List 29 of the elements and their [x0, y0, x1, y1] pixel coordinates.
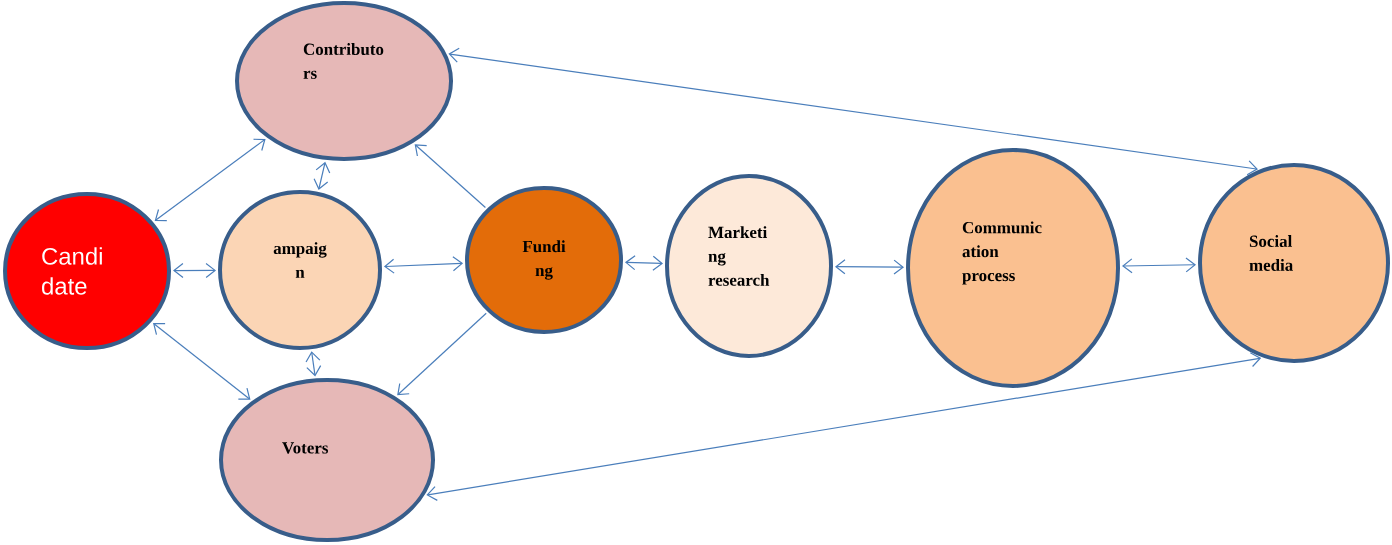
node-label: Fundi ng: [522, 240, 566, 280]
arrow: [1122, 257, 1196, 274]
arrow: [624, 255, 664, 271]
arrow: [448, 47, 1258, 176]
ellipse-node: [235, 1, 453, 161]
node-label: Communic ation process: [962, 221, 1042, 285]
arrow: [397, 312, 487, 396]
arrow: [305, 351, 322, 377]
node-label: Voters: [282, 442, 328, 454]
arrow: [153, 322, 251, 400]
node-label: Social media: [1249, 235, 1293, 271]
node-label: Contributo rs: [303, 43, 384, 79]
arrow: [173, 262, 216, 279]
arrow: [383, 256, 464, 274]
ellipse-node: [3, 192, 171, 350]
ellipse-node: [665, 174, 833, 358]
ellipse-node: [465, 186, 623, 334]
node-label: Candi date: [42, 247, 102, 295]
ellipse-node: [1198, 163, 1390, 363]
arrow: [835, 259, 904, 275]
ellipse-node: [906, 148, 1120, 388]
ellipse-node: [219, 378, 435, 542]
arrow: [154, 138, 266, 222]
ellipse-node: [218, 190, 382, 350]
node-label: ampaig n: [273, 242, 327, 278]
arrow: [414, 144, 486, 209]
arrow: [426, 352, 1262, 501]
arrow: [313, 161, 331, 191]
node-label: Marketi ng research: [708, 226, 770, 286]
